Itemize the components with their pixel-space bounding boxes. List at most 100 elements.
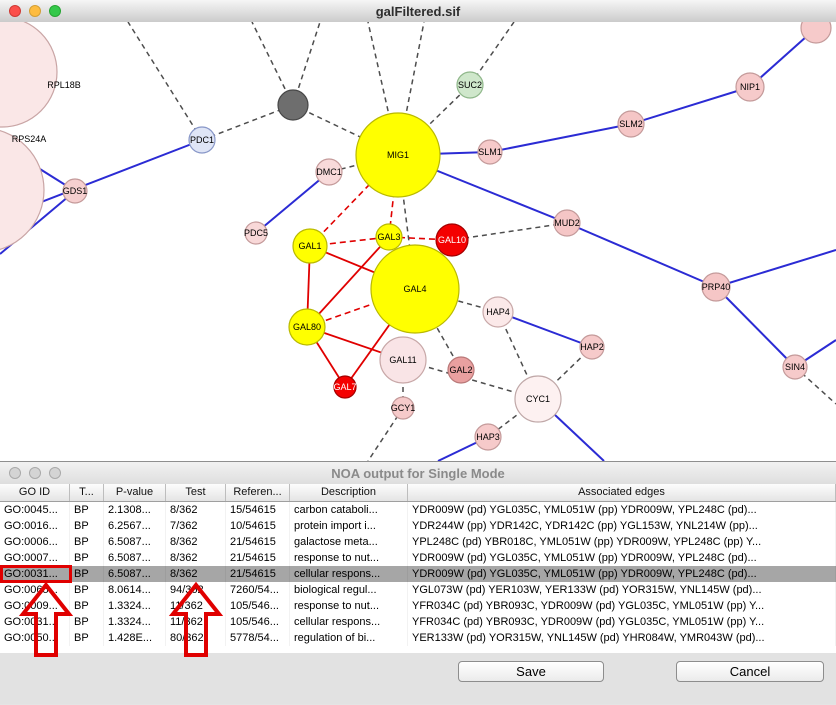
edge-blue[interactable] — [566, 222, 717, 288]
node-GAL3[interactable]: GAL3 — [375, 223, 403, 251]
cell: 7260/54... — [226, 582, 290, 598]
node-SIN4[interactable]: SIN4 — [782, 354, 808, 380]
column-header-2[interactable]: P-value — [104, 484, 166, 501]
node-label: NIP1 — [740, 82, 760, 92]
cell: 8/362 — [166, 502, 226, 518]
column-header-6[interactable]: Associated edges — [408, 484, 836, 501]
node-label: MIG1 — [387, 150, 409, 160]
cell: YDR009W (pd) YGL035C, YML051W (pp) YDR00… — [408, 550, 836, 566]
noa-window-titlebar[interactable]: NOA output for Single Mode — [0, 462, 836, 485]
save-button[interactable]: Save — [458, 661, 604, 682]
edge-blue[interactable] — [630, 86, 751, 125]
cell: GO:0031... — [0, 614, 70, 630]
node-MUD2[interactable]: MUD2 — [553, 209, 581, 237]
edge-blue[interactable] — [255, 171, 330, 234]
cell: carbon cataboli... — [290, 502, 408, 518]
edge-dashed[interactable] — [497, 311, 539, 400]
node-SUC2[interactable]: SUC2 — [456, 71, 484, 99]
node-label: GAL2 — [449, 365, 472, 375]
edge-blue[interactable] — [497, 311, 593, 348]
window-controls-inactive — [9, 467, 61, 479]
window-title: galFiltered.sif — [375, 3, 461, 19]
cell: GO:0007... — [0, 550, 70, 566]
minimize-button[interactable] — [29, 467, 41, 479]
node-PDC5[interactable]: PDC5 — [244, 221, 268, 245]
node-label: GAL1 — [298, 241, 321, 251]
zoom-button[interactable] — [49, 467, 61, 479]
node-HAP2[interactable]: HAP2 — [579, 334, 605, 360]
column-header-1[interactable]: T... — [70, 484, 104, 501]
node-GAL7[interactable]: GAL7 — [333, 375, 357, 399]
node-RPL18B[interactable]: RPL18B — [0, 22, 81, 128]
node-GDS1[interactable]: GDS1 — [62, 178, 88, 204]
edge-red[interactable] — [306, 236, 390, 328]
edge-dashed[interactable] — [292, 104, 399, 156]
node-RPS24A[interactable]: RPS24A — [0, 128, 46, 252]
node-GAL1[interactable]: GAL1 — [292, 228, 328, 264]
edge-blue[interactable] — [715, 249, 836, 288]
edge-dashed[interactable] — [292, 22, 321, 106]
close-button[interactable] — [9, 467, 21, 479]
node-DMC1[interactable]: DMC1 — [315, 158, 343, 186]
node-label: GAL10 — [438, 235, 466, 245]
node-GAL10[interactable]: GAL10 — [435, 223, 469, 257]
node-label: GAL7 — [333, 382, 356, 392]
column-header-5[interactable]: Description — [290, 484, 408, 501]
node-label: SIN4 — [785, 362, 805, 372]
node-SLM1[interactable]: SLM1 — [477, 139, 503, 165]
edge-dashed[interactable] — [251, 22, 294, 106]
node-GAL11[interactable]: GAL11 — [379, 336, 427, 384]
edge-dashed[interactable] — [451, 222, 568, 241]
node-GCY1[interactable]: GCY1 — [391, 396, 416, 420]
edge-dashed[interactable] — [414, 288, 462, 371]
edge-dashed[interactable] — [397, 84, 471, 156]
window-controls — [9, 5, 61, 17]
cell: 8/362 — [166, 534, 226, 550]
edge-dashed[interactable] — [127, 22, 203, 141]
node-SLM2[interactable]: SLM2 — [617, 110, 645, 138]
cell: cellular respons... — [290, 566, 408, 582]
node-HAP4[interactable]: HAP4 — [482, 296, 514, 328]
network-window-titlebar[interactable]: galFiltered.sif — [0, 0, 836, 23]
node-label: GAL80 — [293, 322, 321, 332]
column-header-4[interactable]: Referen... — [226, 484, 290, 501]
cell: 105/546... — [226, 598, 290, 614]
node-gray[interactable] — [277, 89, 309, 121]
cell: YFR034C (pd) YBR093C, YDR009W (pd) YGL03… — [408, 614, 836, 630]
node-CYC1[interactable]: CYC1 — [514, 375, 562, 423]
cancel-button[interactable]: Cancel — [676, 661, 824, 682]
column-header-0[interactable]: GO ID — [0, 484, 70, 501]
edge-blue[interactable] — [715, 286, 796, 368]
node-NIP1[interactable]: NIP1 — [735, 72, 765, 102]
cell: YER133W (pd) YOR315W, YNL145W (pd) YHR08… — [408, 630, 836, 646]
node-HAP3[interactable]: HAP3 — [474, 423, 502, 451]
node-PRP40[interactable]: PRP40 — [701, 272, 731, 302]
node-MIG1[interactable]: MIG1 — [355, 112, 441, 198]
node-PDC1[interactable]: PDC1 — [188, 126, 216, 154]
node-GAL2[interactable]: GAL2 — [447, 356, 475, 384]
edge-dashed[interactable] — [201, 104, 294, 141]
close-button[interactable] — [9, 5, 21, 17]
column-header-3[interactable]: Test — [166, 484, 226, 501]
cell: 10/54615 — [226, 518, 290, 534]
node-GAL4[interactable]: GAL4 — [370, 244, 460, 334]
edge-blue[interactable] — [489, 123, 632, 153]
cell: BP — [70, 582, 104, 598]
node-GAL80[interactable]: GAL80 — [288, 308, 326, 346]
minimize-button[interactable] — [29, 5, 41, 17]
node-cliptr[interactable] — [800, 22, 832, 44]
zoom-button[interactable] — [49, 5, 61, 17]
